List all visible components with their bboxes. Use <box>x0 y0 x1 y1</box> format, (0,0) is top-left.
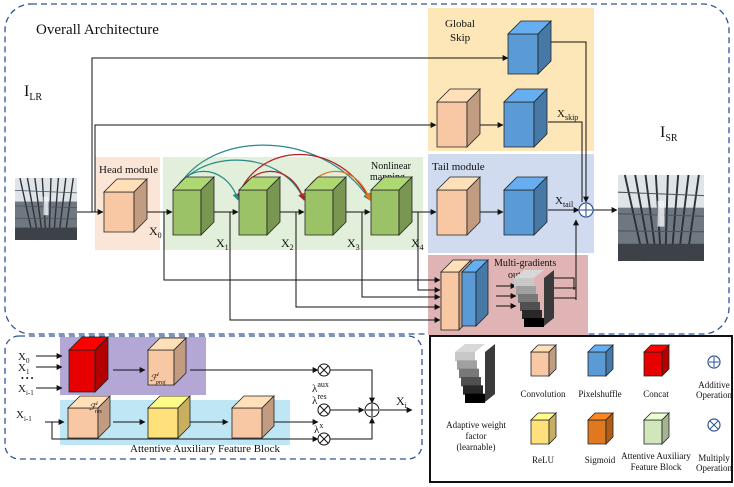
x1-label: X1 <box>216 236 229 252</box>
lambda-res-label: λres <box>312 392 327 407</box>
adaptive-weight-legend-icon <box>455 344 495 403</box>
output-image <box>618 173 704 263</box>
legend-sigmoid-cube <box>587 412 614 445</box>
multiply-node-x <box>317 432 331 446</box>
aafb-cube-2 <box>238 176 281 236</box>
legend-adaptive-3: (learnable) <box>457 442 496 452</box>
adaptive-weight-stack-top <box>514 270 554 327</box>
legend-relu-cube <box>530 412 557 445</box>
overall-title: Overall Architecture <box>36 22 159 38</box>
additive-node-top <box>578 202 594 218</box>
aafb-cube-3 <box>304 176 347 236</box>
legend-pixelshuffle-cube <box>587 344 614 377</box>
global-skip-label-1: Global <box>445 18 475 30</box>
legend-conv-cube <box>530 344 557 377</box>
lambda-x-label: λx <box>314 421 323 436</box>
x3-label: X3 <box>347 236 360 252</box>
aafb-res-relu-cube <box>147 395 191 439</box>
x-skip-label: Xskip <box>557 108 578 122</box>
aafb-input-x0: X0 <box>18 351 30 365</box>
aafb-input-x1: X1 <box>18 362 30 376</box>
overall-frame <box>4 3 730 335</box>
multiply-node-res <box>317 403 331 417</box>
legend-additive-1: Additive <box>698 380 730 390</box>
aafb-res-input: Xi-1 <box>16 409 32 423</box>
nonlinear-label-1: Nonlinear <box>371 161 412 172</box>
legend-frame <box>429 335 733 483</box>
x2-label: X2 <box>281 236 294 252</box>
x-tail-label: Xtail <box>555 195 574 209</box>
legend-concat: Concat <box>643 389 669 399</box>
global-skip-label-2: Skip <box>450 32 471 44</box>
additive-node-aafb <box>364 402 380 418</box>
aafb-input-xi-1: Xi-1 <box>18 383 34 397</box>
aafb-proj-conv-cube <box>147 337 187 386</box>
aafb-concat-cube <box>68 336 109 393</box>
skip-pixelshuffle-cube <box>503 88 548 148</box>
legend-additive-icon <box>707 355 721 369</box>
tail-conv-cube <box>436 176 481 236</box>
legend-adaptive-1: Adaptive weight <box>446 420 506 430</box>
skip-conv-cube <box>436 88 481 148</box>
legend-convolution: Convolution <box>520 389 566 399</box>
legend-pixelshuffle: Pixelshuffle <box>578 389 621 399</box>
aafb-cube-4 <box>370 176 413 236</box>
aafb-output: Xi <box>396 394 408 410</box>
aafb-caption: Attentive Auxiliary Feature Block <box>130 443 280 455</box>
aafb-res-conv-cube <box>67 395 111 439</box>
head-module-label: Head module <box>99 164 158 176</box>
legend-relu: ReLU <box>532 455 554 465</box>
input-label: ILR <box>24 83 42 103</box>
aafb-connectors <box>36 353 413 442</box>
aafb-dots: • • • <box>21 374 34 383</box>
multi-gradients-label-1: Multi-gradients <box>494 258 556 269</box>
x4-label: X4 <box>411 236 424 252</box>
legend-aafb-2: Feature Block <box>631 462 682 472</box>
tail-pixelshuffle-cube <box>503 176 548 236</box>
multi-concat-pixelshuffle-cube <box>461 259 489 327</box>
x0-label: X0 <box>149 224 162 240</box>
legend-aafb-1: Attentive Auxiliary <box>621 451 691 461</box>
output-label: ISR <box>660 124 678 144</box>
global-skip-pixelshuffle-cube <box>507 20 552 75</box>
input-image <box>15 176 77 242</box>
tail-module-label: Tail module <box>432 161 485 173</box>
top-connectors <box>77 41 618 323</box>
aafb-cube-1 <box>172 176 215 236</box>
multiply-node-aux <box>317 363 331 377</box>
lambda-aux-label: λaux <box>312 380 329 395</box>
aafb-res-conv2-cube <box>231 395 275 439</box>
legend-adaptive-2: factor <box>466 431 487 441</box>
legend-concat-cube <box>643 344 670 377</box>
head-conv-cube <box>103 178 148 233</box>
legend-aafb-cube <box>643 412 670 445</box>
aafb-frame <box>4 335 423 460</box>
legend-multiply-2: Operation <box>696 463 732 473</box>
legend-additive-2: Operation <box>696 390 732 400</box>
legend-multiply-1: Multiply <box>698 453 730 463</box>
legend-sigmoid: Sigmoid <box>585 455 616 465</box>
legend-multiply-icon <box>707 418 721 432</box>
